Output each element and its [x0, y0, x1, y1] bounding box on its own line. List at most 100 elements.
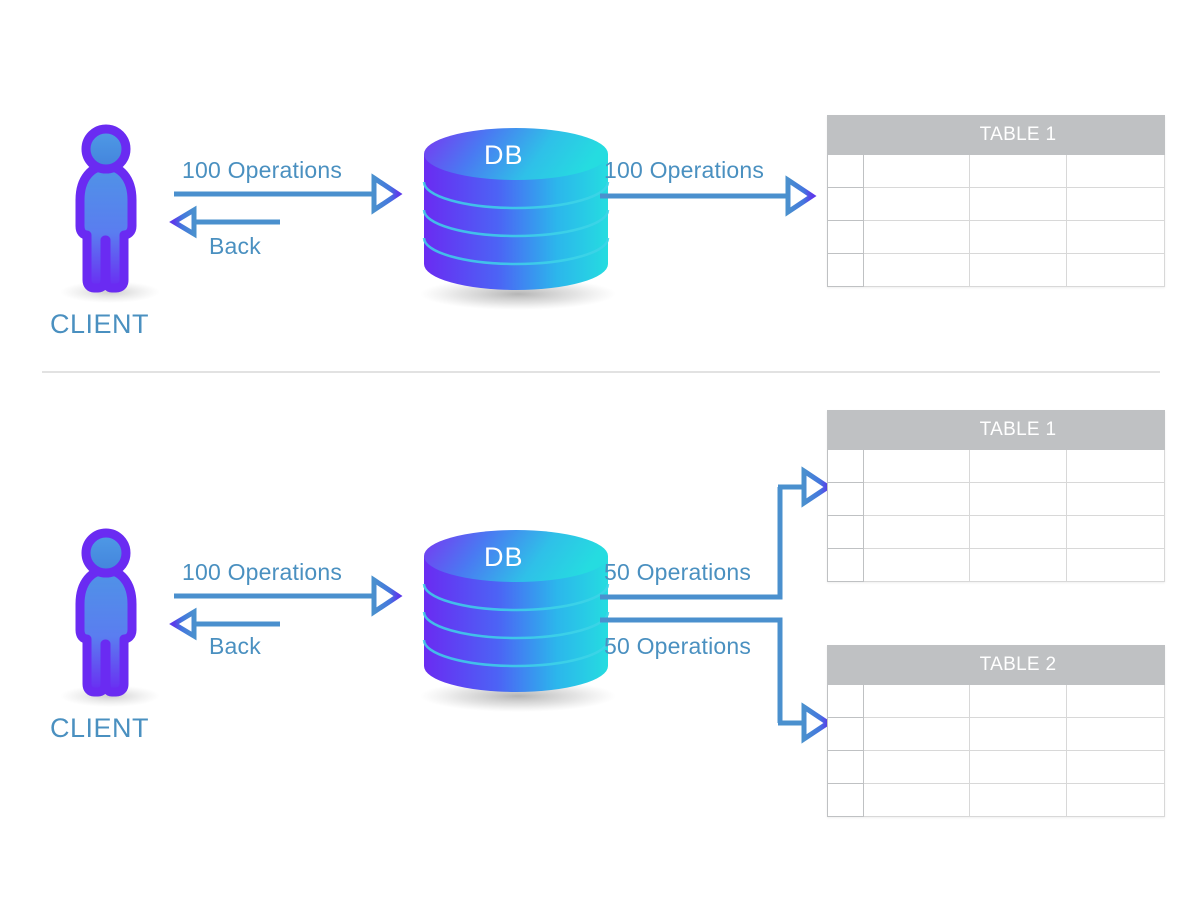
table-row [827, 154, 1165, 188]
table-row-header-cell [827, 717, 864, 751]
table-cell [1066, 220, 1165, 254]
arrow-right-100-operations-table1-top [600, 175, 817, 217]
table-cell [1066, 684, 1165, 718]
table-1-bottom: TABLE 1 [827, 410, 1165, 582]
table-cell [969, 220, 1067, 254]
table-cell [1066, 187, 1165, 221]
table-header-cell [863, 410, 970, 450]
arrow-left-back-bottom [169, 607, 280, 641]
table-cell [863, 154, 970, 188]
arrow-right-100-operations-top [174, 173, 403, 215]
table-row-header-cell [827, 154, 864, 188]
table-row-header-cell [827, 684, 864, 718]
table-cell [969, 154, 1067, 188]
table-row-header-cell [827, 253, 864, 287]
table-cell [1066, 449, 1165, 483]
table-title-cell: TABLE 2 [969, 645, 1067, 685]
table-header-cell [863, 645, 970, 685]
arrow-right-100-operations-bottom [174, 575, 403, 617]
table-2-bottom: TABLE 2 [827, 645, 1165, 817]
label-50-operations-table1: 50 Operations [604, 559, 752, 585]
table-cell [969, 449, 1067, 483]
label-back-bottom: Back [209, 633, 261, 659]
database-bottom [420, 530, 616, 712]
db-table-arrow-top [600, 175, 817, 217]
table-cell [863, 684, 970, 718]
table-row [827, 717, 1165, 751]
table-header-cell [1066, 410, 1165, 450]
table-cell [969, 750, 1067, 784]
table-cell [969, 253, 1067, 287]
table-header-cell [863, 115, 970, 155]
label-100-operations-client-bottom: 100 Operations [182, 559, 343, 585]
table-row [827, 253, 1165, 287]
table-row [827, 515, 1165, 549]
table-cell [1066, 253, 1165, 287]
table-cell [863, 717, 970, 751]
table-row [827, 684, 1165, 718]
table-cell [969, 684, 1067, 718]
table-row-header-cell [827, 482, 864, 516]
table-cell [863, 482, 970, 516]
table-row-header-cell [827, 220, 864, 254]
table-corner-cell [827, 115, 864, 155]
label-50-operations-table2: 50 Operations [604, 633, 752, 659]
label-100-operations-client-top: 100 Operations [182, 157, 343, 183]
table-corner-cell [827, 410, 864, 450]
client-db-arrows-bottom [169, 575, 403, 641]
table-row-header-cell [827, 750, 864, 784]
client-figure-bottom [60, 528, 160, 707]
table-cell [1066, 750, 1165, 784]
table-row [827, 548, 1165, 582]
table-cell [969, 548, 1067, 582]
table-row-header-cell [827, 783, 864, 817]
table-row [827, 783, 1165, 817]
database-top [420, 128, 616, 310]
table-cell [863, 187, 970, 221]
client-db-arrows-top [169, 173, 403, 239]
table-cell [863, 515, 970, 549]
table-cell [969, 515, 1067, 549]
table-header-row: TABLE 1 [827, 410, 1165, 450]
client-label-bottom: CLIENT [50, 713, 150, 743]
arrow-left-back-top [169, 205, 280, 239]
table-title-cell: TABLE 1 [969, 115, 1067, 155]
table-1-top: TABLE 1 [827, 115, 1165, 287]
table-cell [1066, 482, 1165, 516]
person-icon [75, 124, 137, 293]
table-row [827, 220, 1165, 254]
arrow-elbow-50-operations-table1 [600, 466, 833, 600]
client-figure-top [60, 124, 160, 303]
table-row-header-cell [827, 187, 864, 221]
table-cell [1066, 515, 1165, 549]
table-cell [863, 253, 970, 287]
table-header-cell [1066, 645, 1165, 685]
table-title-cell: TABLE 1 [969, 410, 1067, 450]
table-row [827, 187, 1165, 221]
person-icon [75, 528, 137, 697]
table-cell [863, 783, 970, 817]
db-table-arrows-bottom [600, 466, 833, 744]
table-cell [1066, 154, 1165, 188]
table-header-cell [1066, 115, 1165, 155]
table-cell [863, 449, 970, 483]
table-cell [969, 482, 1067, 516]
arrow-elbow-50-operations-table2 [600, 617, 833, 744]
table-row-header-cell [827, 449, 864, 483]
table-row-header-cell [827, 515, 864, 549]
table-cell [863, 220, 970, 254]
label-back-top: Back [209, 233, 261, 259]
table-cell [1066, 783, 1165, 817]
table-header-row: TABLE 1 [827, 115, 1165, 155]
table-cell [863, 548, 970, 582]
table-cell [1066, 717, 1165, 751]
table-row [827, 482, 1165, 516]
table-corner-cell [827, 645, 864, 685]
section-divider [42, 371, 1160, 373]
table-cell [969, 717, 1067, 751]
table-cell [1066, 548, 1165, 582]
table-cell [969, 783, 1067, 817]
label-100-operations-table-top: 100 Operations [604, 157, 765, 183]
client-label-top: CLIENT [50, 309, 150, 339]
